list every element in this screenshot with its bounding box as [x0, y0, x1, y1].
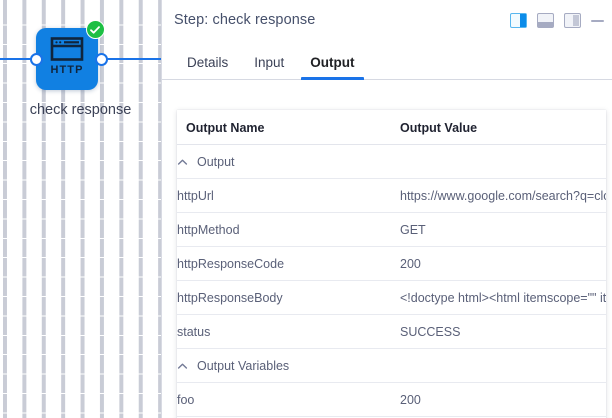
- check-circle-icon: [86, 20, 105, 39]
- table-row[interactable]: httpMethod GET: [177, 212, 606, 247]
- panel-header: Step: check response: [162, 0, 612, 43]
- output-name-cell: httpResponseCode: [177, 246, 400, 281]
- table-header: Output Name Output Value: [177, 110, 606, 145]
- node-label: check response: [29, 102, 132, 118]
- group-label: Output Variables: [197, 359, 290, 373]
- tab-output[interactable]: Output: [297, 55, 367, 80]
- panel-left-icon[interactable]: [564, 13, 581, 28]
- connection-line-outgoing: [100, 58, 161, 60]
- column-header-output-value: Output Value: [400, 110, 606, 145]
- panel-tabs: Details Input Output: [162, 43, 612, 80]
- page-title: Step: check response: [174, 12, 316, 28]
- table-group-header-output-variables[interactable]: Output Variables: [177, 348, 606, 383]
- table-group-header-output[interactable]: Output: [177, 144, 606, 179]
- panel-header-actions: [510, 13, 604, 28]
- output-table: Output Name Output Value: [177, 110, 606, 417]
- tab-input[interactable]: Input: [254, 55, 285, 70]
- table-row[interactable]: httpUrl https://www.google.com/search?q=…: [177, 178, 606, 213]
- table-row[interactable]: status SUCCESS: [177, 314, 606, 349]
- tab-details[interactable]: Details: [187, 55, 229, 70]
- connection-line-incoming: [0, 58, 45, 60]
- node-body[interactable]: HTTP: [36, 28, 98, 90]
- output-value-cell: 200: [400, 382, 606, 417]
- http-node-icon: [36, 37, 98, 61]
- output-name-cell: httpUrl: [177, 178, 400, 213]
- output-value-cell: GET: [400, 212, 606, 247]
- column-header-output-name: Output Name: [177, 110, 400, 145]
- workflow-node-check-response[interactable]: HTTP: [30, 20, 108, 90]
- group-cell: Output: [177, 144, 606, 179]
- panel-bottom-icon[interactable]: [537, 13, 554, 28]
- output-name-cell: foo: [177, 382, 400, 417]
- output-name-cell: httpMethod: [177, 212, 400, 247]
- chevron-up-icon: [177, 157, 188, 168]
- step-detail-panel: Step: check response Details Input Outpu…: [161, 0, 612, 418]
- group-cell: Output Variables: [177, 348, 606, 383]
- table-body: Output httpUrl https://www.google.com/se…: [177, 144, 606, 417]
- table-row[interactable]: httpResponseBody <!doctype html><html it…: [177, 280, 606, 315]
- table-row[interactable]: foo 200: [177, 382, 606, 417]
- node-input-port[interactable]: [30, 53, 43, 66]
- output-name-cell: httpResponseBody: [177, 280, 400, 315]
- panel-right-icon[interactable]: [510, 13, 527, 28]
- minimize-icon[interactable]: [591, 19, 604, 22]
- output-value-cell: 200: [400, 246, 606, 281]
- output-name-cell: status: [177, 314, 400, 349]
- output-value-cell: https://www.google.com/search?q=cloud+wo…: [400, 178, 606, 213]
- output-value-cell: SUCCESS: [400, 314, 606, 349]
- output-value-cell: <!doctype html><html itemscope="" itemty…: [400, 280, 606, 315]
- node-type-label: HTTP: [50, 64, 84, 76]
- table-header-row: Output Name Output Value: [177, 110, 606, 145]
- group-label: Output: [197, 155, 235, 169]
- node-output-port[interactable]: [95, 53, 108, 66]
- workflow-canvas[interactable]: HTTP check response: [0, 0, 161, 418]
- chevron-up-icon: [177, 361, 188, 372]
- table-row[interactable]: httpResponseCode 200: [177, 246, 606, 281]
- output-table-card: Output Name Output Value: [177, 110, 606, 418]
